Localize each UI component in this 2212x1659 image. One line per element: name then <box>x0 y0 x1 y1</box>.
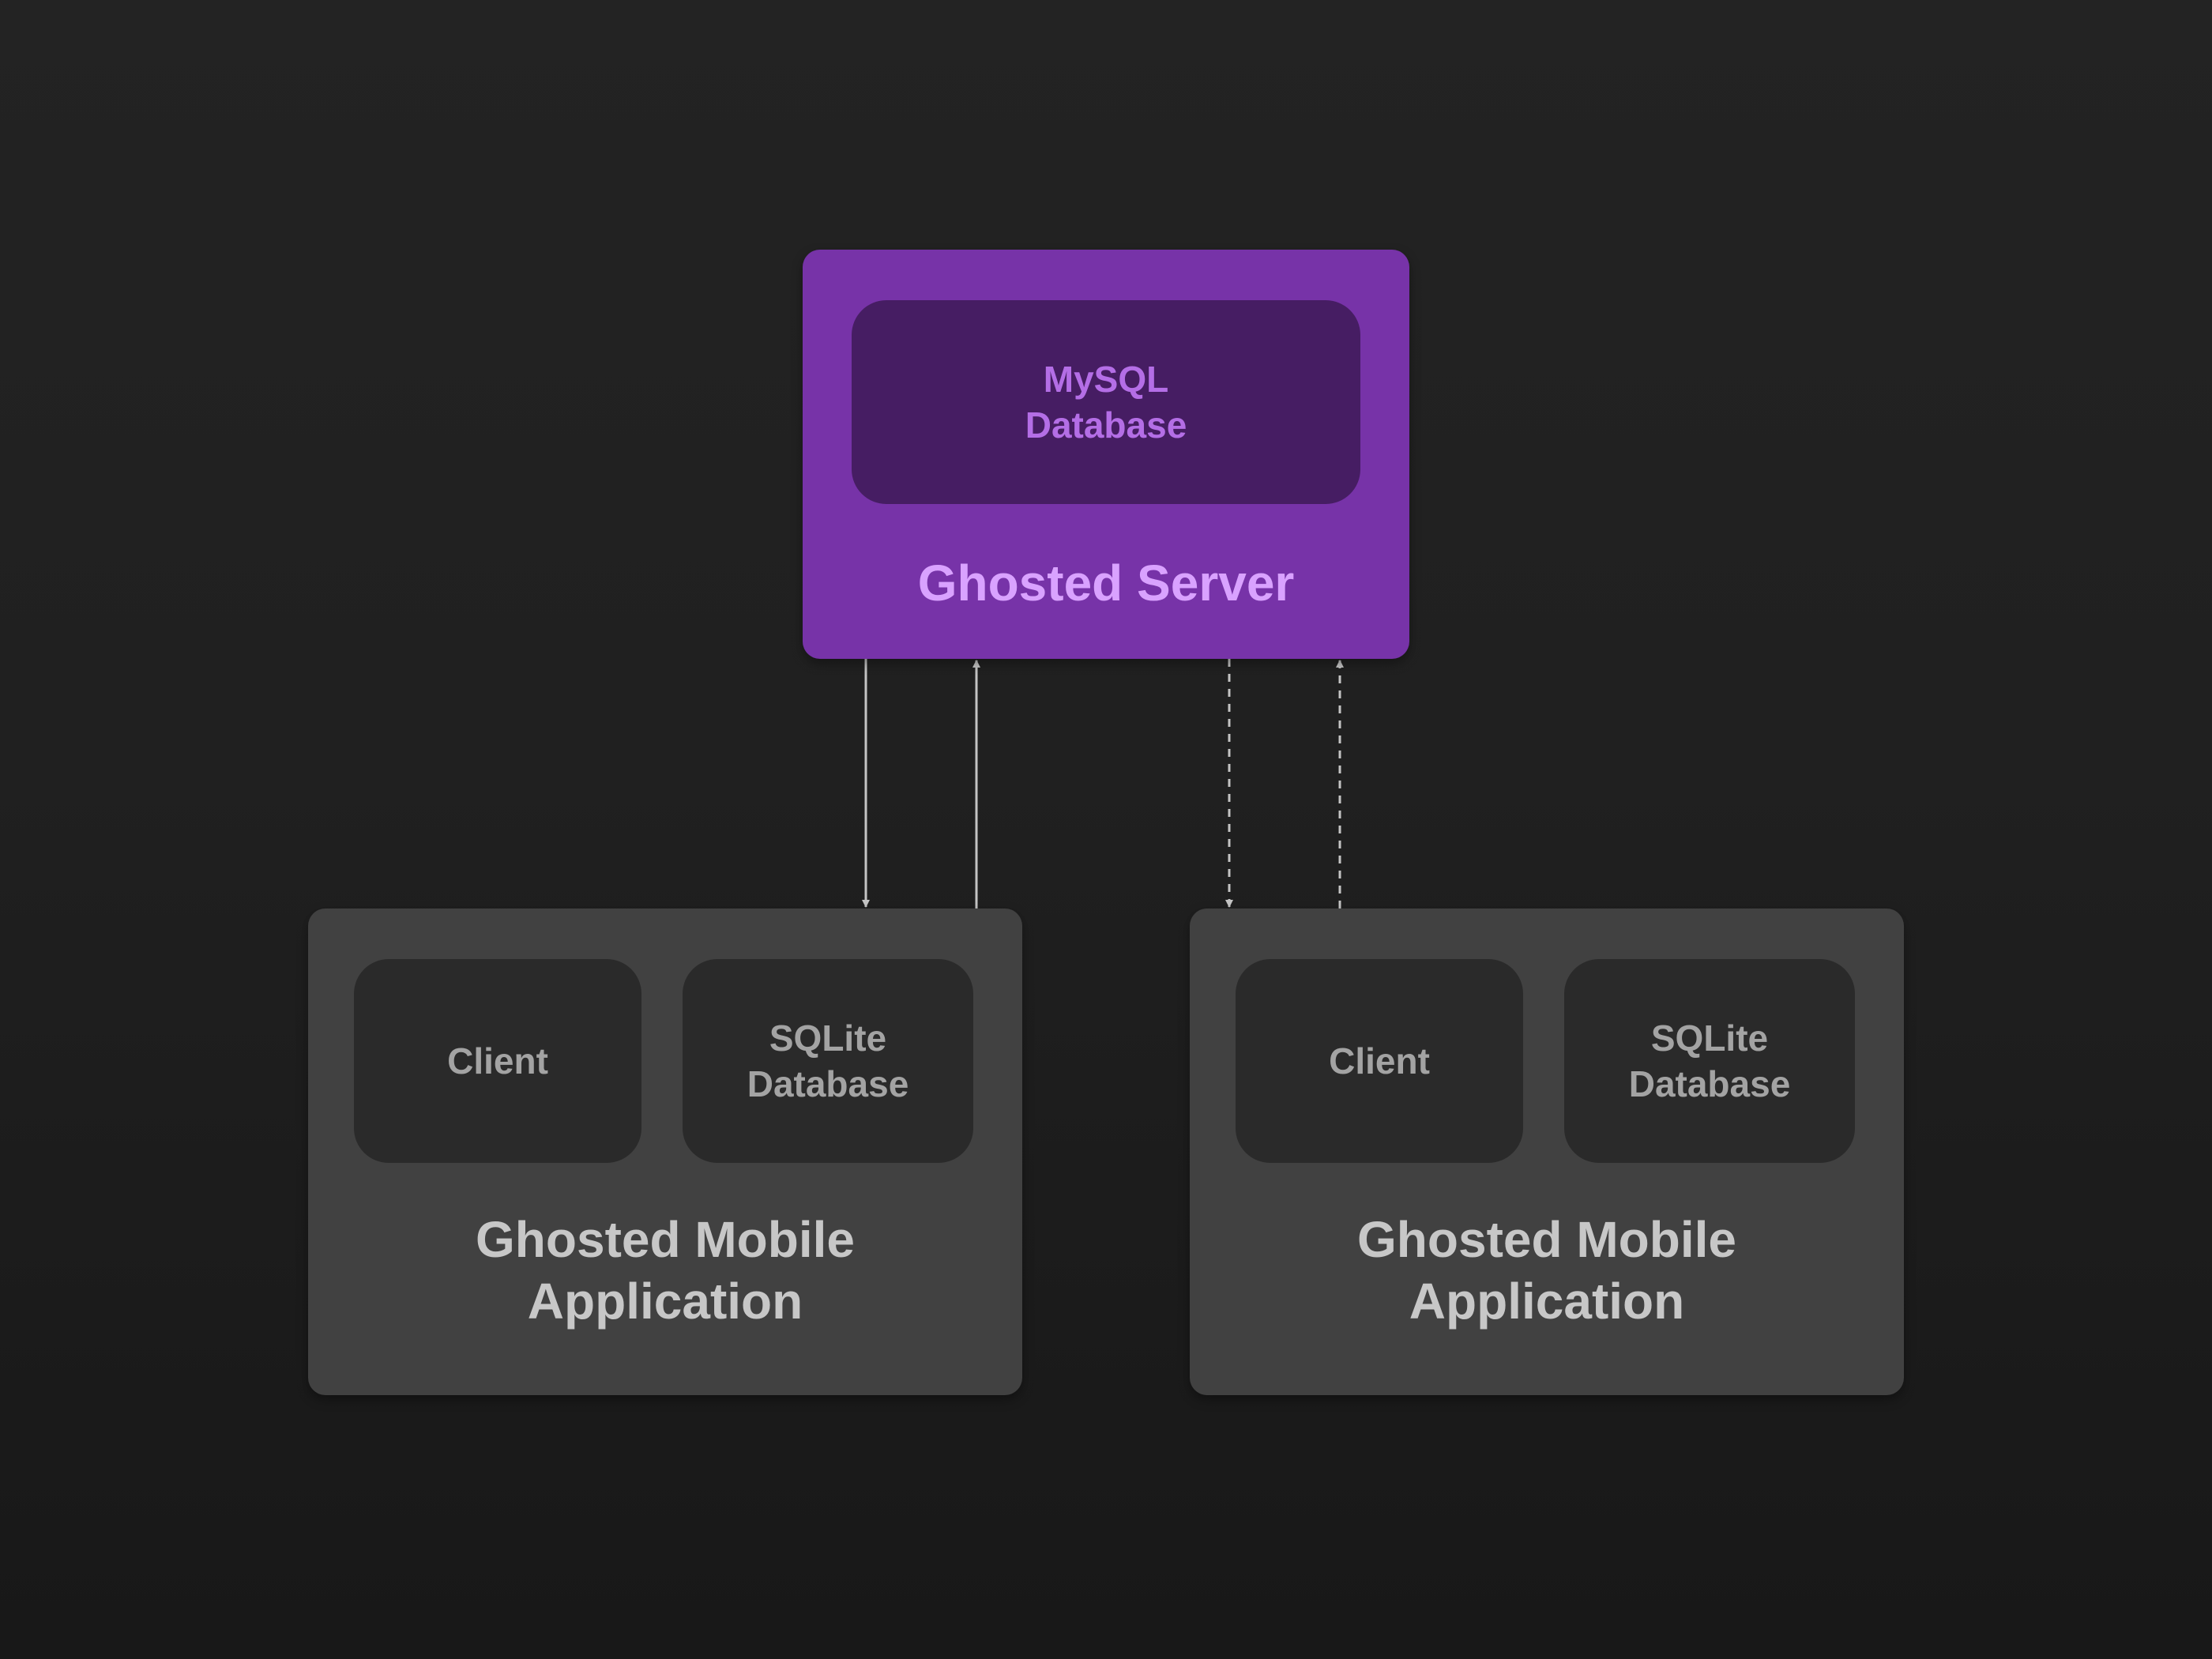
mysql-database-box: MySQL Database <box>852 300 1360 504</box>
mobile-app-title: Ghosted Mobile Application <box>1357 1211 1736 1330</box>
server-title: Ghosted Server <box>917 555 1295 611</box>
ghosted-server-box: MySQL Database Ghosted Server <box>803 250 1409 659</box>
sqlite-database-box: SQLite Database <box>683 959 973 1163</box>
sqlite-database-box: SQLite Database <box>1564 959 1855 1163</box>
mobile-app-box-2: Client SQLite Database Ghosted Mobile Ap… <box>1190 908 1904 1395</box>
mobile-app-title: Ghosted Mobile Application <box>476 1211 855 1330</box>
client-box: Client <box>1236 959 1523 1163</box>
client-box: Client <box>354 959 641 1163</box>
mobile-app-box-1: Client SQLite Database Ghosted Mobile Ap… <box>308 908 1022 1395</box>
